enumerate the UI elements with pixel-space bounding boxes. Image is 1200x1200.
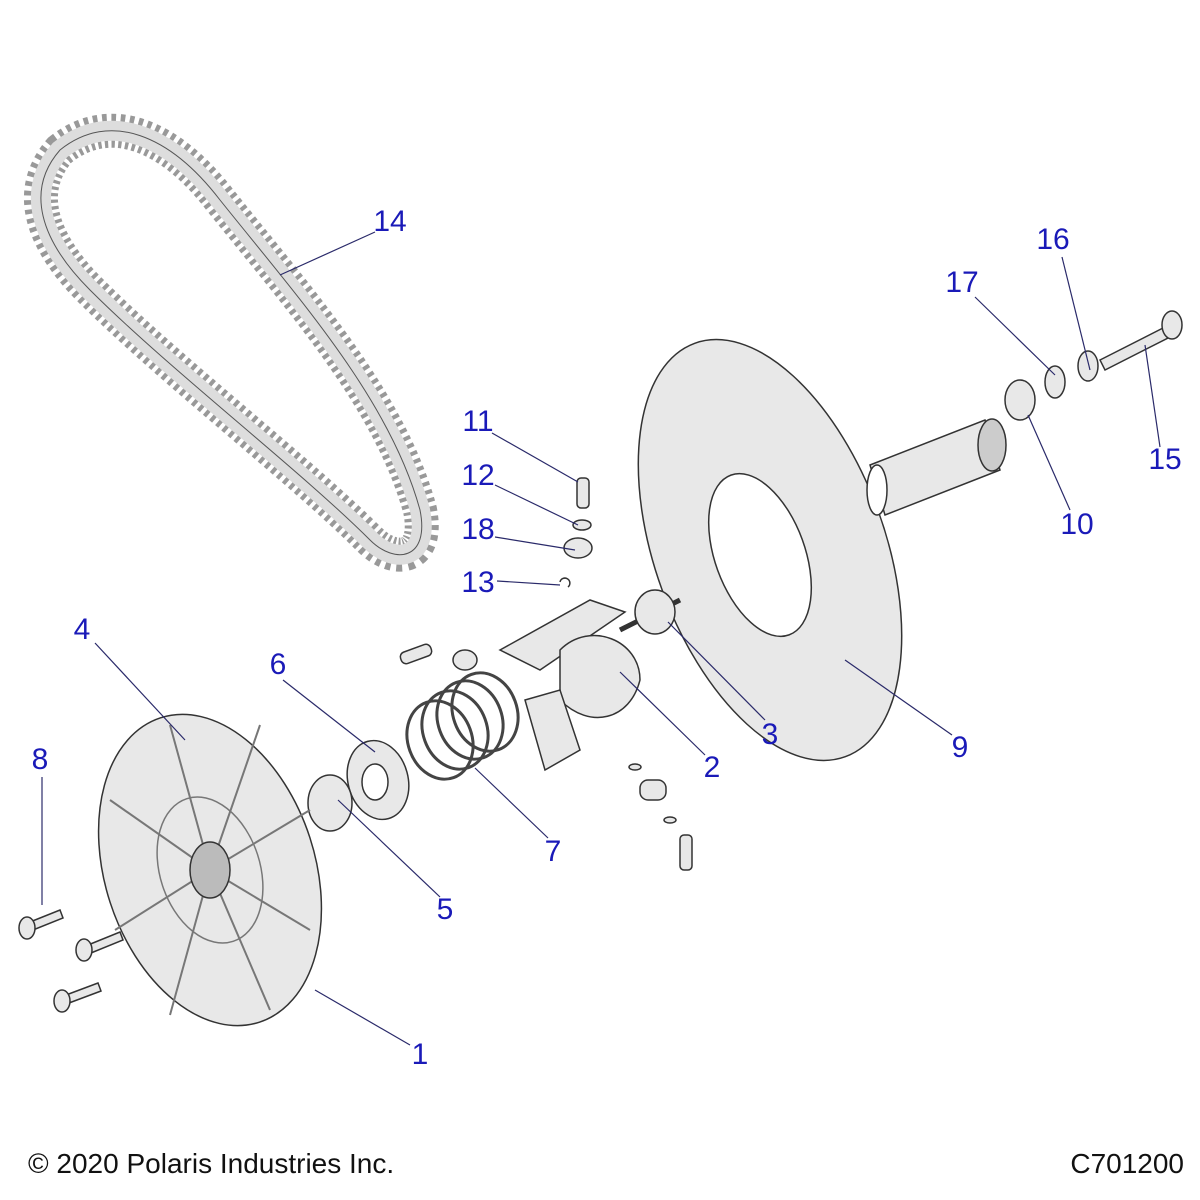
small-washer [572,519,592,531]
bearing-washer [1044,365,1066,399]
pin-left [399,643,433,665]
pin [576,477,590,509]
callout-16: 16 [1036,223,1070,256]
roller [563,537,593,559]
callout-13: 13 [461,566,495,599]
callout-12: 12 [461,459,495,492]
fixed-sheave [97,713,323,1027]
bushing-small [307,774,353,832]
washer [1077,350,1099,382]
callout-6: 6 [269,648,287,681]
callout-11: 11 [462,405,494,438]
callout-14: 14 [373,205,407,238]
spring [405,671,520,781]
callout-8: 8 [31,743,49,776]
callout-9: 9 [951,731,969,764]
callout-4: 4 [73,613,91,646]
callout-5: 5 [436,893,454,926]
leader-lines [41,231,1161,1046]
small-spring [628,763,642,771]
callout-15: 15 [1148,443,1182,476]
screws [18,909,124,1013]
callout-17: 17 [945,266,979,299]
callout-1: 1 [411,1038,429,1071]
callout-10: 10 [1060,508,1094,541]
roller-left [452,649,478,671]
small-spring-2 [663,816,677,824]
callout-7: 7 [544,835,562,868]
spring-cup [346,739,410,821]
diagram-id: C701200 [1070,1148,1184,1179]
bushing [1004,379,1036,421]
e-clip [559,577,571,588]
callout-18: 18 [461,513,495,546]
bolt [1098,310,1183,372]
drive-belt [23,113,439,572]
roller-bushing [634,589,676,635]
small-roller [639,779,667,801]
spline-shaft [866,418,1007,516]
callout-2: 2 [703,751,721,784]
copyright-text: © 2020 Polaris Industries Inc. [28,1148,395,1179]
callout-3: 3 [761,718,779,751]
small-pin [679,834,693,871]
moveable-sheave [637,338,903,762]
